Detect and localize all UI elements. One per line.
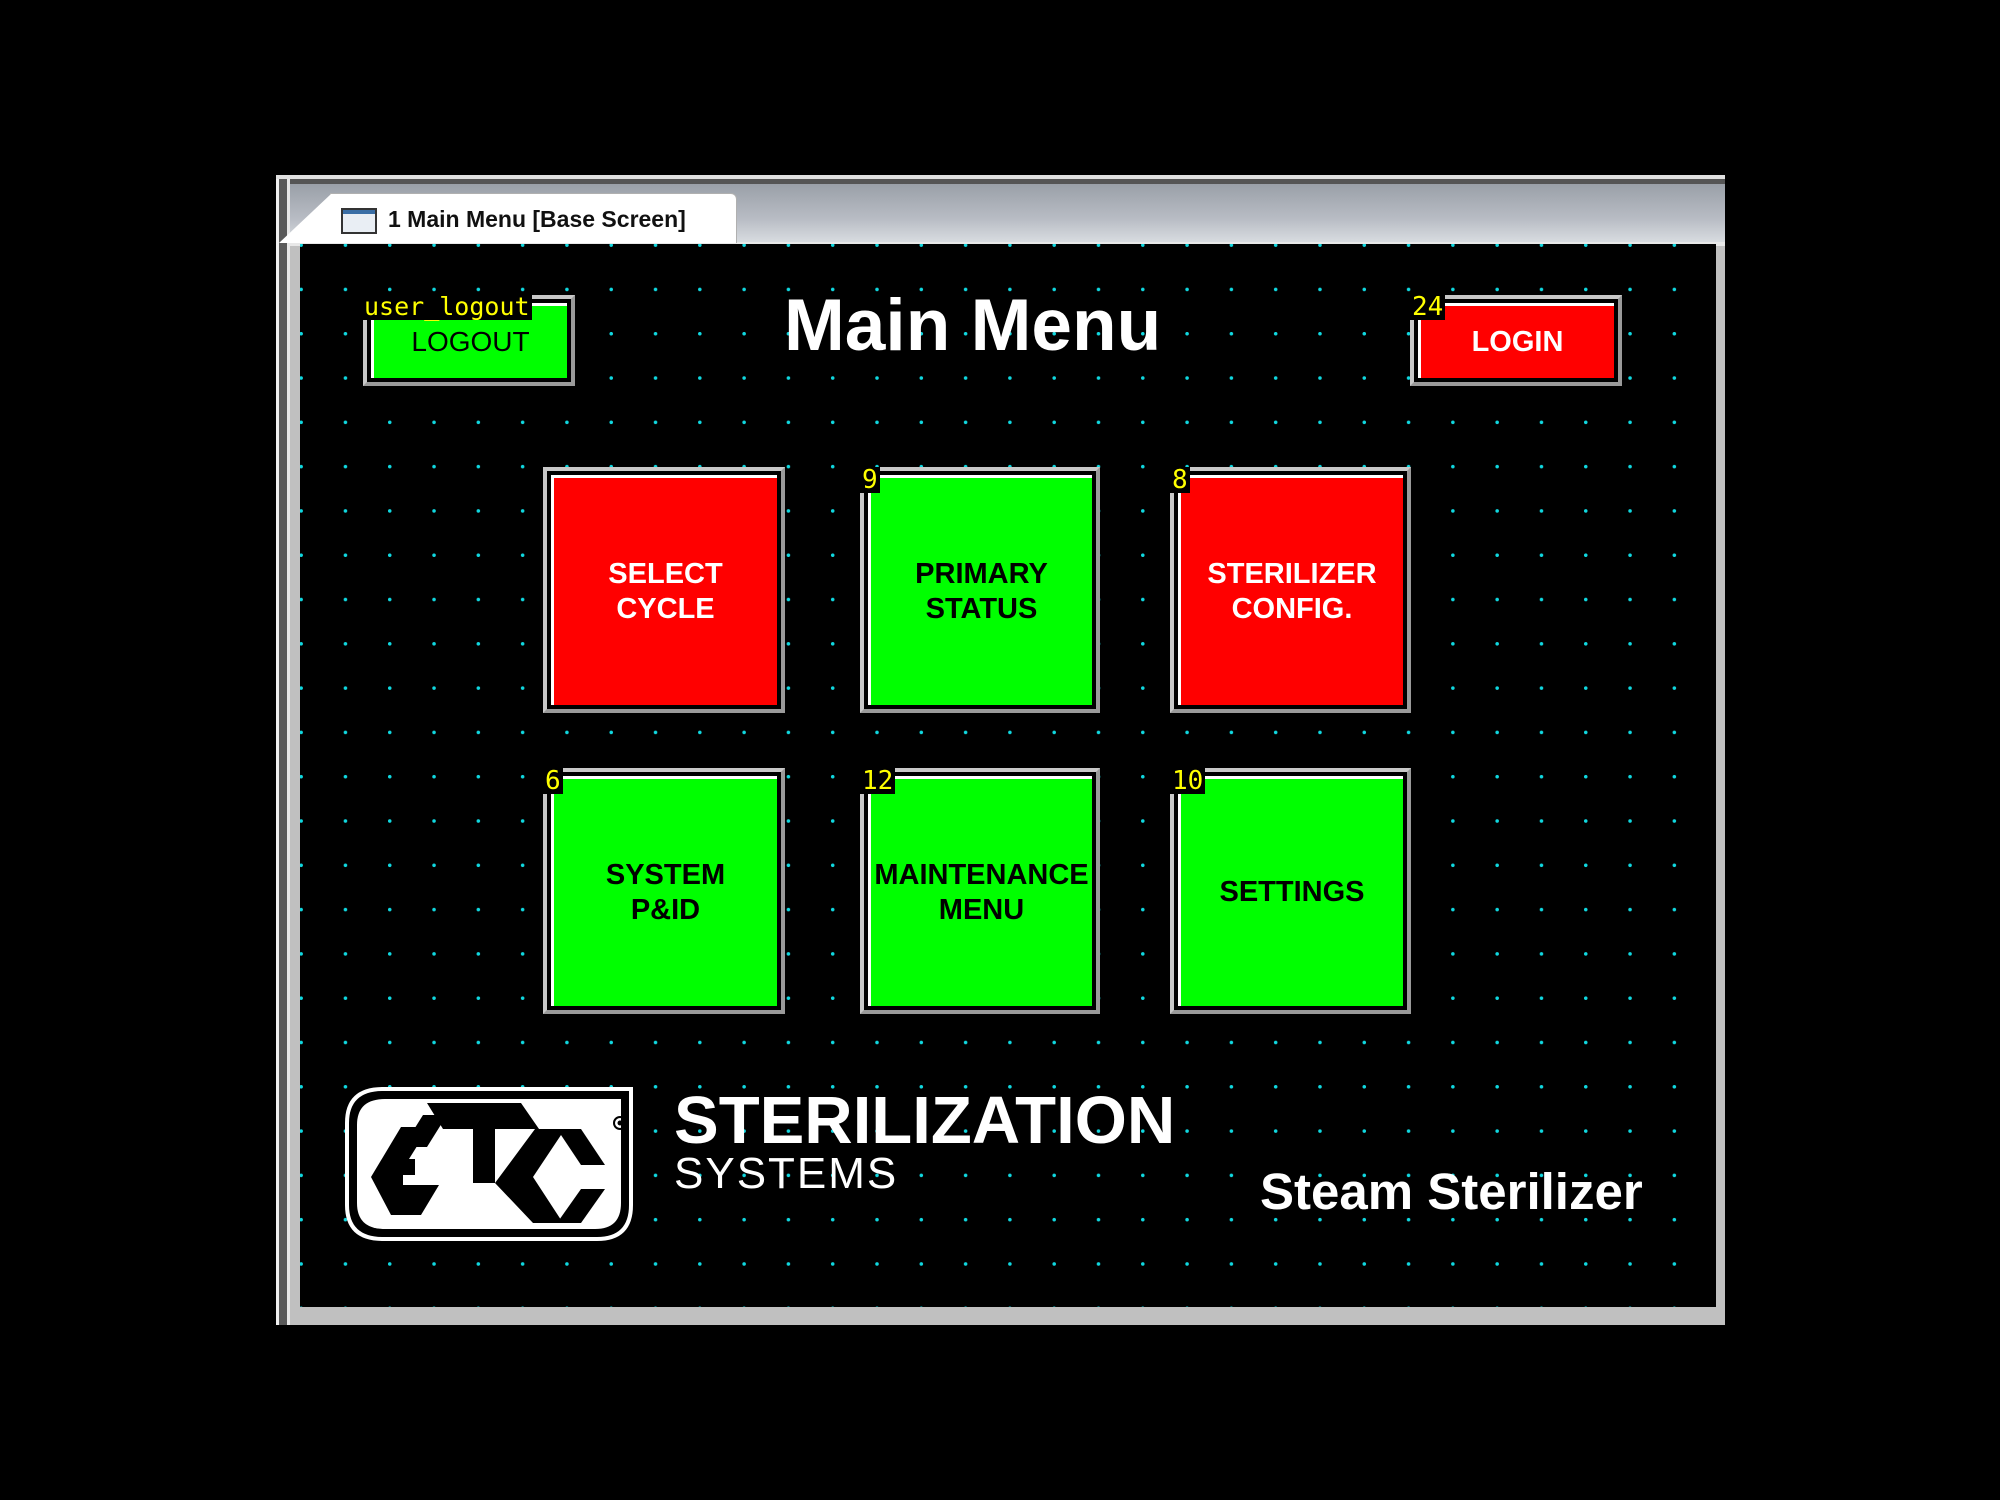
- tile-line1: STERILIZER: [1207, 557, 1377, 590]
- settings-button[interactable]: SETTINGS: [1170, 768, 1411, 1014]
- login-label: LOGIN: [1418, 303, 1614, 378]
- screen-canvas: Main Menu LOGOUT user_logout LOGIN 24 SE…: [300, 244, 1716, 1307]
- sterilizer-config-button[interactable]: STERILIZER CONFIG.: [1170, 467, 1411, 713]
- window-left-border: [276, 179, 290, 1325]
- brand-name: STERILIZATION: [674, 1083, 1176, 1158]
- window-icon: [341, 208, 377, 234]
- product-subtitle: Steam Sterilizer: [1260, 1163, 1643, 1220]
- tile-line2: STATUS: [925, 592, 1038, 625]
- page-title: Main Menu: [784, 285, 1162, 366]
- tab-strip: 1 Main Menu [Base Screen]: [279, 184, 1725, 246]
- tile-line2: P&ID: [630, 893, 701, 926]
- tab-label: 1 Main Menu [Base Screen]: [388, 206, 686, 232]
- maintenance-menu-tag: 12: [860, 766, 896, 796]
- tile-line1: SYSTEM: [605, 858, 726, 891]
- etc-logo-icon: [345, 1087, 633, 1241]
- system-pid-tag: 6: [543, 766, 563, 796]
- tile-line1: SELECT: [608, 557, 723, 590]
- logout-object-tag: user_logout: [362, 292, 532, 321]
- system-pid-button[interactable]: SYSTEM P&ID: [543, 768, 785, 1014]
- window-top-border: [276, 179, 1725, 184]
- tile-line2: CYCLE: [616, 592, 715, 625]
- tile-line1: SETTINGS: [1219, 876, 1365, 909]
- sterilizer-config-tag: 8: [1170, 465, 1190, 495]
- editor-window: 1 Main Menu [Base Screen] Main Menu LOGO…: [276, 175, 1725, 1325]
- tab-main-menu[interactable]: 1 Main Menu [Base Screen]: [279, 193, 737, 243]
- primary-status-tag: 9: [860, 465, 880, 495]
- tile-line1: PRIMARY: [915, 557, 1048, 590]
- settings-tag: 10: [1170, 766, 1206, 796]
- brand-subname: SYSTEMS: [674, 1149, 899, 1198]
- maintenance-menu-button[interactable]: MAINTENANCE MENU: [860, 768, 1100, 1014]
- tile-line2: MENU: [938, 893, 1025, 926]
- tile-line1: MAINTENANCE: [874, 858, 1089, 891]
- login-button[interactable]: LOGIN: [1410, 295, 1622, 386]
- select-cycle-button[interactable]: SELECT CYCLE: [543, 467, 785, 713]
- tile-line2: CONFIG.: [1231, 592, 1353, 625]
- primary-status-button[interactable]: PRIMARY STATUS: [860, 467, 1100, 713]
- login-object-tag: 24: [1410, 292, 1446, 322]
- window-top-edge: [276, 175, 1725, 179]
